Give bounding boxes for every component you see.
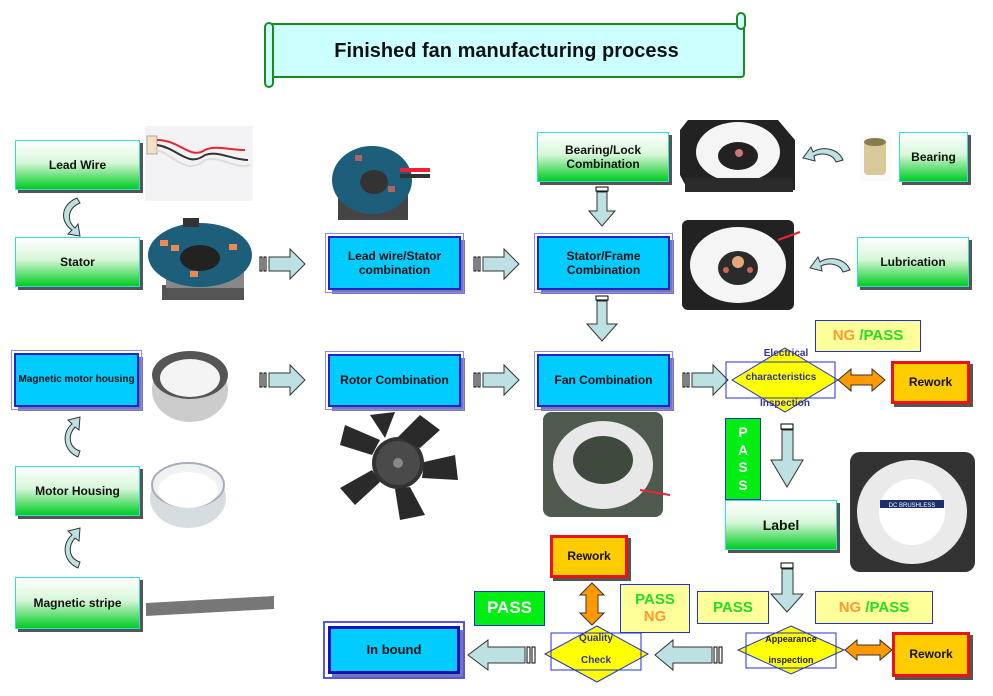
appearance-top-label: Appearance [765,634,817,644]
quality-bottom-label: Check [580,655,611,666]
diamond-electrical-inspection [725,347,839,413]
double-arrow-electrical-rework [837,367,886,393]
curved-arrow-bearing-to-frame [802,145,844,163]
box-motor-housing-label: Motor Housing [35,483,120,498]
box-fan-combination: Fan Combination [534,351,673,410]
status-pass-vertical: P A S S [725,418,761,500]
box-bearing-lock: Bearing/Lock Combination [537,132,669,182]
rework-appearance-label: Rework [909,647,953,662]
status-pass-appearance: PASS [697,591,769,624]
box-magnetic-stripe-label: Magnetic stripe [33,595,122,610]
status-pass-ng-quality: PASS NG [620,584,690,633]
electrical-top-label: Electrical [763,348,809,359]
labeled-fan-photo: DC BRUSHLESS [850,452,975,572]
box-stator: Stator [15,237,140,287]
status-pass-letter: P [738,424,748,440]
arrow-housing-to-rotor [259,364,306,396]
box-bearing-lock-label: Bearing/Lock Combination [564,142,642,171]
rework-quality: Rework [550,535,628,578]
status-ng-pass-electrical: NG /PASS [815,320,921,352]
bearing-photo [860,136,892,181]
status-pass-text: PASS [713,598,753,616]
status-pass-text: PASS [635,591,675,608]
double-arrow-quality-rework [578,582,606,626]
magnetic-stripe-photo [146,596,274,616]
magnetic-housing-photo [152,351,228,422]
arrow-electrical-to-label [770,423,804,488]
box-bearing-label: Bearing [911,149,956,164]
fan-frame-photo [680,120,795,192]
status-pass-text: PASS [486,598,533,618]
curved-arrow-lubrication-to-frame [809,255,851,273]
box-stator-frame-combination-label: Stator/Frame Combination [566,248,641,277]
lead-wire-photo [145,126,253,201]
box-magnetic-motor-housing-label: Magnetic motor housing [18,374,135,385]
arrow-leadwire-stator-to-stator-frame [473,248,520,280]
motor-housing-photo [150,462,226,528]
rework-quality-label: Rework [567,549,611,564]
curved-arrow-stripe-to-motor-housing [64,527,81,569]
arrow-label-to-appearance [769,562,805,613]
status-pass-text: /PASS [865,598,910,616]
arrow-quality-to-inbound [467,639,536,671]
arrow-appearance-to-quality [654,638,723,672]
box-leadwire-stator-combination: Lead wire/Stator combination [325,233,464,293]
box-lubrication-label: Lubrication [880,254,946,269]
box-lubrication: Lubrication [857,237,969,287]
box-stator-label: Stator [60,254,95,269]
title-banner: Finished fan manufacturing process [268,23,745,78]
rework-electrical-label: Rework [908,375,953,390]
electrical-middle-label: characteristics [745,372,817,383]
status-ng-text: NG [643,607,667,625]
box-fan-combination-label: Fan Combination [554,373,653,388]
box-magnetic-stripe: Magnetic stripe [15,577,140,629]
curved-arrow-leadwire-to-stator [63,197,81,237]
arrow-stator-to-leadwire-stator [259,248,306,280]
status-pass-letter: S [738,459,748,475]
arrow-rotor-to-fan [473,364,520,396]
box-magnetic-motor-housing: Magnetic motor housing [11,350,142,410]
svg-text:DC BRUSHLESS: DC BRUSHLESS [889,503,936,509]
box-in-bound-label: In bound [366,642,422,658]
arrow-fan-to-electrical [682,364,729,396]
rework-electrical: Rework [891,361,970,404]
status-ng-text: NG [832,327,860,344]
status-ng-pass-appearance: NG /PASS [815,591,933,624]
status-pass-letter: S [738,476,748,493]
box-bearing: Bearing [899,132,968,182]
status-pass-letter: A [737,441,749,458]
fan-frame-stator-photo [682,220,801,310]
scroll-curl-right [736,12,746,30]
curved-arrow-motor-housing-to-magnetic [64,416,81,458]
box-rotor-combination: Rotor Combination [325,351,464,410]
box-label: Label [725,500,837,550]
leadwire-stator-photo [332,146,430,220]
arrow-stator-frame-to-fan [585,295,619,342]
appearance-bottom-label: inspection [768,655,814,665]
scroll-curl-left [264,22,274,88]
box-stator-frame-combination: Stator/Frame Combination [534,233,673,293]
box-motor-housing: Motor Housing [15,466,140,516]
status-pass-quality: PASS [474,591,545,626]
quality-top-label: Quality [579,633,613,644]
box-lead-wire-label: Lead Wire [48,157,107,172]
box-lead-wire: Lead Wire [15,140,140,190]
stator-photo [148,218,252,300]
electrical-bottom-label: Inspection [759,398,810,409]
page-title: Finished fan manufacturing process [334,39,679,62]
rework-appearance: Rework [892,632,970,677]
box-rotor-combination-label: Rotor Combination [340,373,449,388]
assembled-fan-photo [543,412,671,517]
box-in-bound: In bound [323,621,465,679]
status-pass-text: /PASS [859,327,904,344]
box-label-label: Label [762,516,800,533]
diamond-appearance-inspection [736,625,846,675]
diamond-quality-check [543,625,650,683]
status-ng-text: NG [838,598,866,616]
arrow-bearing-lock-to-stator-frame [587,186,617,227]
double-arrow-appearance-rework [844,638,893,662]
box-leadwire-stator-combination-label: Lead wire/Stator combination [347,248,442,277]
rotor-photo [340,412,458,520]
